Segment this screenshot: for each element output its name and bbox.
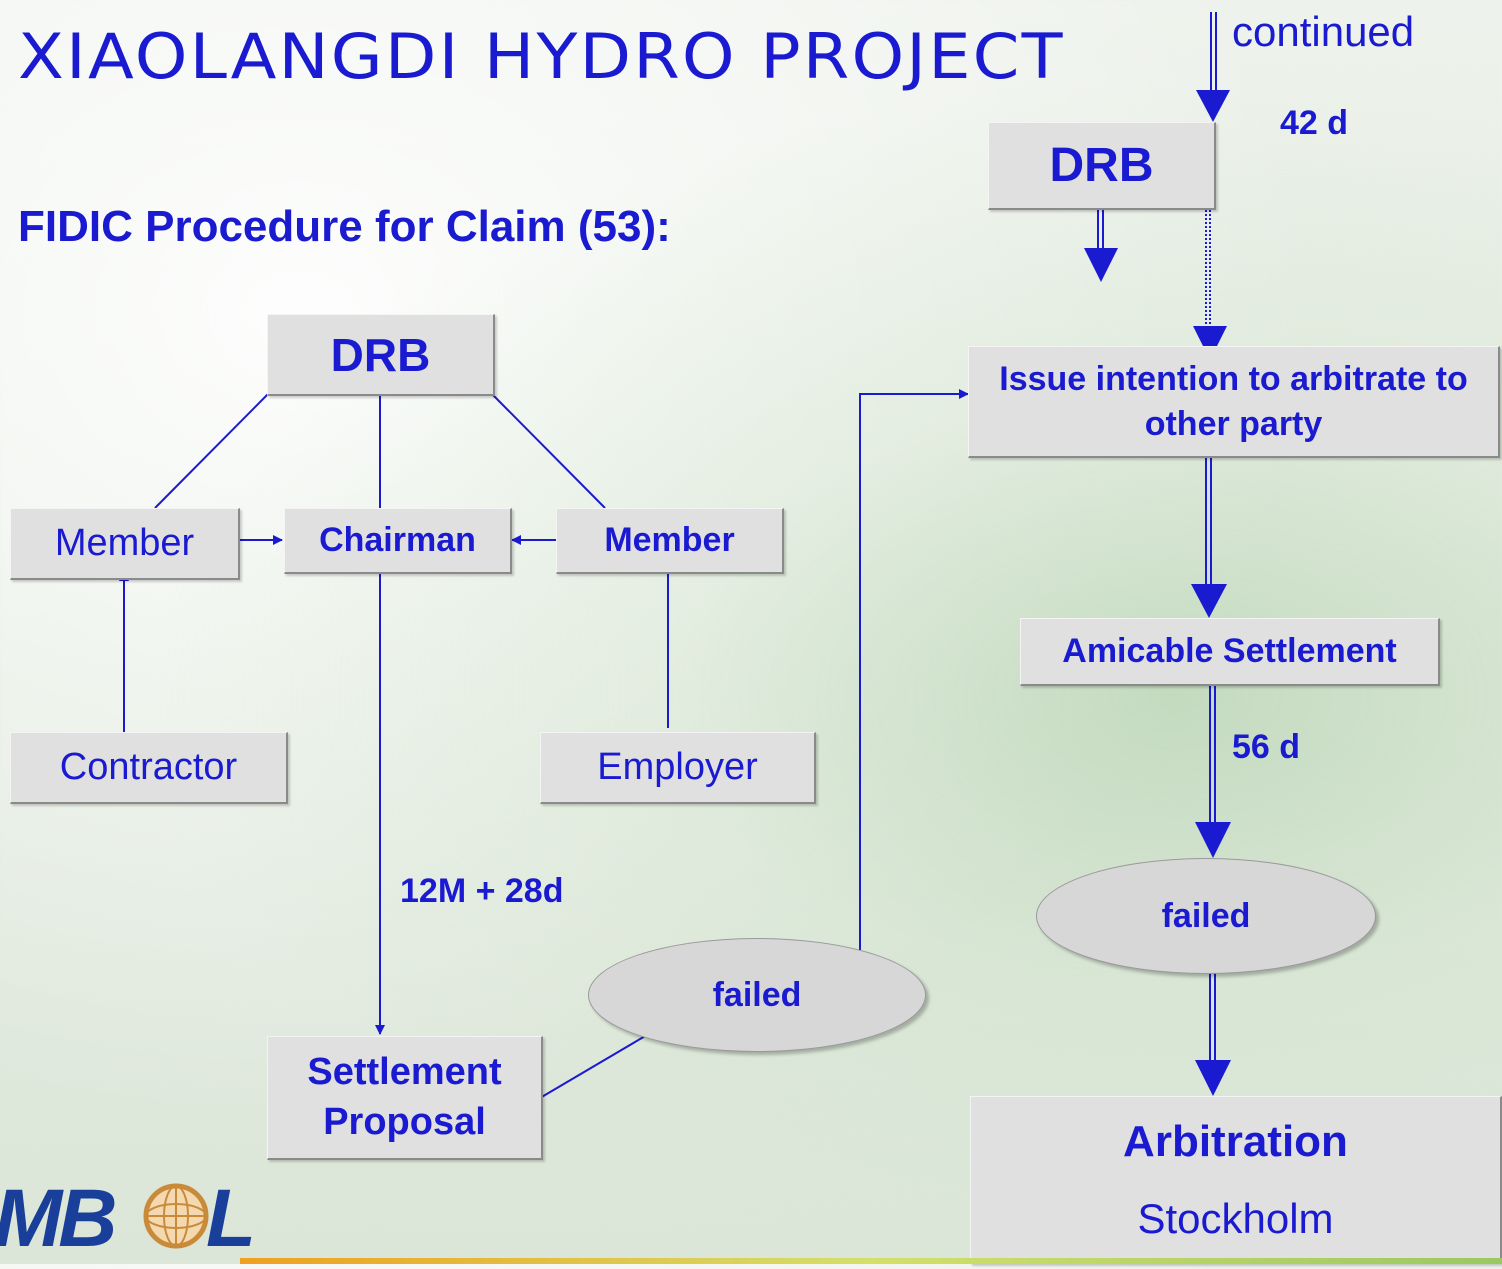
page-title: XIAOLANGDI HYDRO PROJECT xyxy=(18,20,1065,93)
arrow-issue-amicable xyxy=(1191,584,1227,618)
arrow-drb-issue xyxy=(1193,326,1227,360)
arrow-continued-drb xyxy=(1196,90,1230,122)
svg-text:MB: MB xyxy=(0,1173,115,1264)
continued-label: continued xyxy=(1232,8,1415,55)
line-drb-member-right xyxy=(491,393,606,509)
arbitration-box: Arbitration Stockholm xyxy=(970,1096,1502,1264)
location-label: Stockholm xyxy=(1137,1194,1334,1242)
bottom-accent-bar xyxy=(240,1258,1502,1264)
logo-graphic: MB L xyxy=(0,1173,256,1264)
arrow-amicable-failed xyxy=(1195,822,1231,858)
globe-icon xyxy=(143,1183,209,1249)
drb-box-left: DRB xyxy=(267,314,495,396)
arrow-drb-down xyxy=(1084,248,1118,282)
duration-label-left: 12M + 28d xyxy=(400,872,564,910)
failed-ellipse-left: failed xyxy=(588,938,926,1052)
failed-ellipse-right: failed xyxy=(1036,858,1376,974)
settlement-proposal-box: Settlement Proposal xyxy=(267,1036,543,1160)
arbitration-label: Arbitration xyxy=(1123,1116,1348,1166)
chairman-box: Chairman xyxy=(284,508,512,574)
amicable-settlement-box: Amicable Settlement xyxy=(1020,618,1440,686)
issue-intention-box: Issue intention to arbitrate to other pa… xyxy=(968,346,1500,458)
contractor-box: Contractor xyxy=(10,732,288,804)
page-subtitle: FIDIC Procedure for Claim (53): xyxy=(18,202,671,251)
line-settlement-failed xyxy=(539,1031,653,1099)
member-right-box: Member xyxy=(556,508,784,574)
company-logo: MB L xyxy=(0,1170,260,1264)
duration-label-top: 42 d xyxy=(1280,104,1349,142)
svg-text:L: L xyxy=(206,1173,256,1264)
arrow-failed-arbitration xyxy=(1195,1060,1231,1096)
duration-label-mid: 56 d xyxy=(1232,728,1301,766)
member-left-box: Member xyxy=(10,508,240,580)
arrow-failed-issue xyxy=(859,389,969,956)
line-drb-member-left xyxy=(154,393,269,509)
drb-box-right: DRB xyxy=(988,122,1216,210)
employer-box: Employer xyxy=(540,732,816,804)
